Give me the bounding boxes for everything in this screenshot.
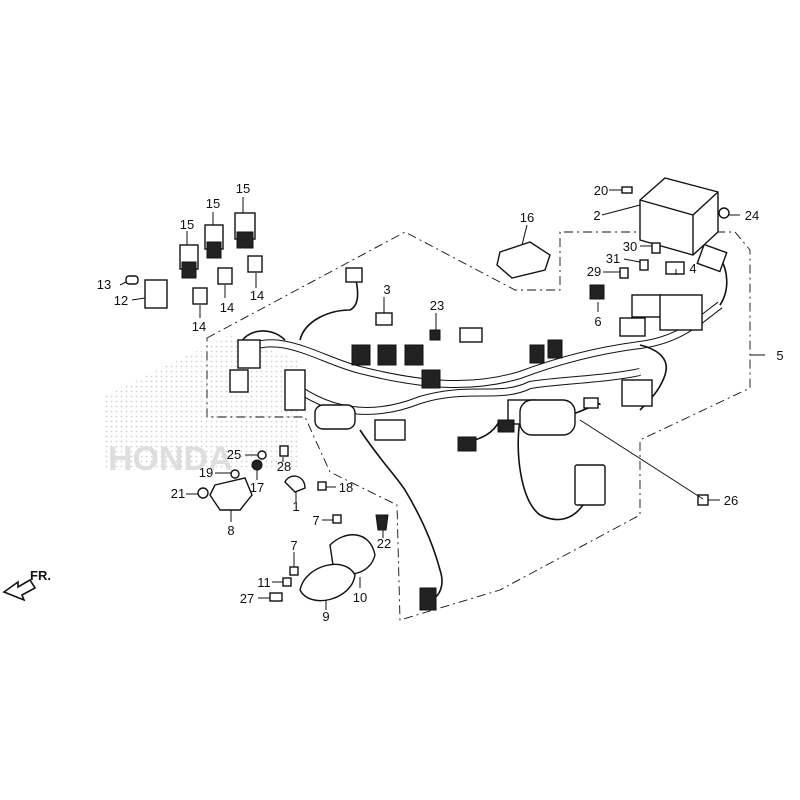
- callout-15-a: 15: [180, 217, 194, 232]
- part-screw-18: [317, 481, 327, 491]
- callout-24: 24: [745, 208, 759, 223]
- callout-26: 26: [724, 493, 738, 508]
- callout-10: 10: [353, 590, 367, 605]
- callout-21: 21: [171, 486, 185, 501]
- callout-28: 28: [277, 459, 291, 474]
- callout-25: 25: [227, 447, 241, 462]
- part-washer-25: [257, 450, 267, 460]
- part-washer-7-a: [332, 514, 342, 524]
- part-connector-6: [589, 284, 605, 300]
- part-bolt-28: [279, 445, 289, 457]
- callout-15-b: 15: [206, 196, 220, 211]
- part-bolt-27: [269, 592, 283, 602]
- callout-11: 11: [257, 575, 271, 590]
- main-wire-harness: [229, 243, 728, 611]
- front-direction-arrow: FR.: [2, 568, 51, 602]
- callout-14-c: 14: [250, 288, 264, 303]
- callout-9: 9: [322, 609, 329, 624]
- part-nut-19: [230, 469, 240, 479]
- part-connector-23: [429, 329, 441, 341]
- callout-31: 31: [606, 251, 620, 266]
- part-relay-15-a: [179, 244, 199, 279]
- callout-labels: 1 2 3 4 5 6 7 7 8 9 10 11 12 13 14 14 14…: [97, 181, 784, 624]
- part-relay-14-b: [217, 267, 233, 285]
- part-bolt-20: [621, 186, 633, 194]
- callout-14-a: 14: [192, 319, 206, 334]
- part-relay-14-a: [192, 287, 208, 305]
- part-collar-17: [251, 459, 263, 471]
- callout-23: 23: [430, 298, 444, 313]
- part-clip-22: [375, 514, 389, 531]
- part-connector-3: [375, 312, 393, 326]
- part-sensor-8: [209, 477, 253, 511]
- callout-18: 18: [339, 480, 353, 495]
- part-relay-12: [144, 279, 168, 309]
- callout-4: 4: [689, 261, 696, 276]
- part-fuse-31: [639, 259, 649, 271]
- part-grommet-21: [197, 487, 209, 499]
- callout-8: 8: [227, 523, 234, 538]
- callout-5: 5: [776, 348, 783, 363]
- callout-15-c: 15: [236, 181, 250, 196]
- direction-label: FR.: [30, 568, 51, 583]
- callout-16: 16: [520, 210, 534, 225]
- callout-3: 3: [383, 282, 390, 297]
- part-relay-15-c: [234, 212, 256, 249]
- part-clamp-1: [284, 475, 306, 493]
- callout-2: 2: [593, 208, 600, 223]
- svg-text:HONDA: HONDA: [108, 440, 233, 478]
- part-relay-14-c: [247, 255, 263, 273]
- part-nut-11: [282, 577, 292, 587]
- part-nut-24: [718, 207, 730, 219]
- callout-7-upper: 7: [312, 513, 319, 528]
- leader-lines: [119, 189, 740, 610]
- callout-17: 17: [250, 480, 264, 495]
- callout-29: 29: [587, 264, 601, 279]
- callout-6: 6: [594, 314, 601, 329]
- part-bracket-9: [299, 563, 356, 602]
- callout-1: 1: [292, 499, 299, 514]
- callout-22: 22: [377, 536, 391, 551]
- harness-assembly-frame: [206, 231, 765, 621]
- part-relay-15-b: [204, 224, 224, 259]
- callout-14-b: 14: [220, 300, 234, 315]
- part-fuse-holder-4: [665, 261, 685, 275]
- callout-27: 27: [240, 591, 254, 606]
- part-fuse-30: [651, 242, 661, 254]
- part-connector-16: [496, 241, 551, 279]
- callout-12: 12: [114, 293, 128, 308]
- part-clip-13: [125, 275, 139, 285]
- callout-20: 20: [594, 183, 608, 198]
- part-fuse-29: [619, 267, 629, 279]
- callout-13: 13: [97, 277, 111, 292]
- callout-30: 30: [623, 239, 637, 254]
- part-washer-7-b: [289, 566, 299, 576]
- watermark-logo: HONDA: [105, 335, 300, 478]
- callout-19: 19: [199, 465, 213, 480]
- part-cdi-unit: [639, 177, 719, 256]
- callout-7-lower: 7: [290, 538, 297, 553]
